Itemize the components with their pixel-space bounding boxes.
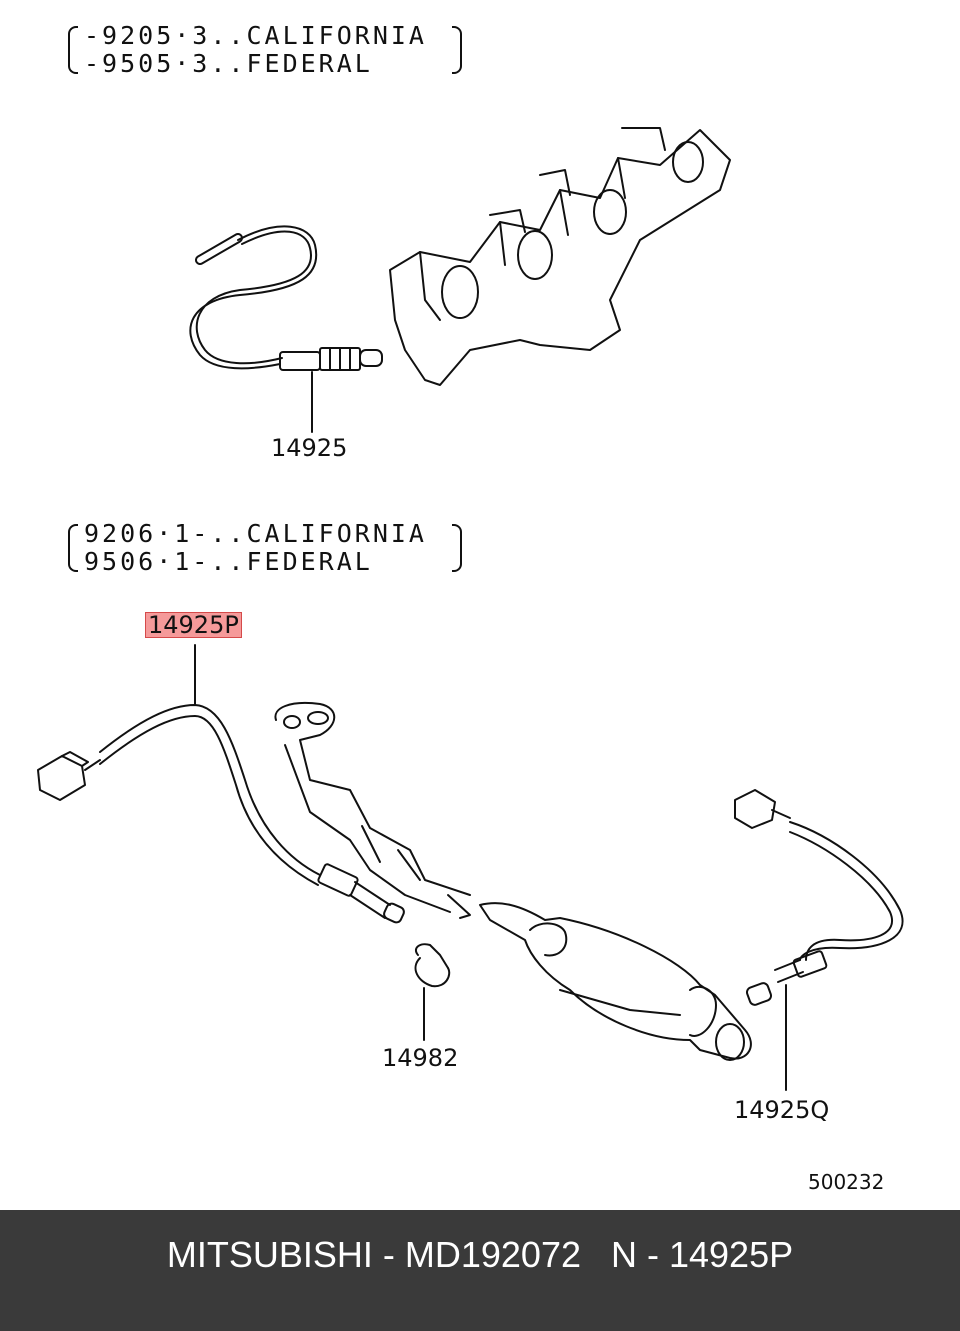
note-top-line2: -9505·3..FEDERAL xyxy=(84,49,373,78)
part-label-14982[interactable]: 14982 xyxy=(382,1044,459,1072)
note-bracket-left xyxy=(68,524,78,572)
part-label-14925[interactable]: 14925 xyxy=(271,434,348,462)
part-label-14925q[interactable]: 14925Q xyxy=(734,1096,830,1124)
oxygen-sensor-upper xyxy=(189,225,383,433)
oxygen-sensor-rear xyxy=(734,789,904,1091)
footer-bar: MITSUBISHI - MD192072 N - 14925P xyxy=(0,1210,960,1331)
front-exhaust-pipe xyxy=(274,702,471,919)
pipe-clamp xyxy=(414,943,451,1041)
note-bracket-left xyxy=(68,26,78,74)
diagram-reference-number: 500232 xyxy=(808,1170,885,1194)
parts-diagram xyxy=(37,127,904,1091)
catalytic-converter xyxy=(479,902,752,1061)
oxygen-sensor-front xyxy=(37,644,405,924)
note-middle-line1: 9206·1-..CALIFORNIA xyxy=(84,519,427,548)
exhaust-manifold xyxy=(389,127,731,386)
note-bracket-right xyxy=(452,26,462,74)
part-label-14925p[interactable]: 14925P xyxy=(145,612,242,638)
note-middle-line2: 9506·1-..FEDERAL xyxy=(84,547,373,576)
note-bracket-right xyxy=(452,524,462,572)
note-top-line1: -9205·3..CALIFORNIA xyxy=(84,21,427,50)
footer-part-info: MITSUBISHI - MD192072 N - 14925P xyxy=(166,1234,794,1275)
